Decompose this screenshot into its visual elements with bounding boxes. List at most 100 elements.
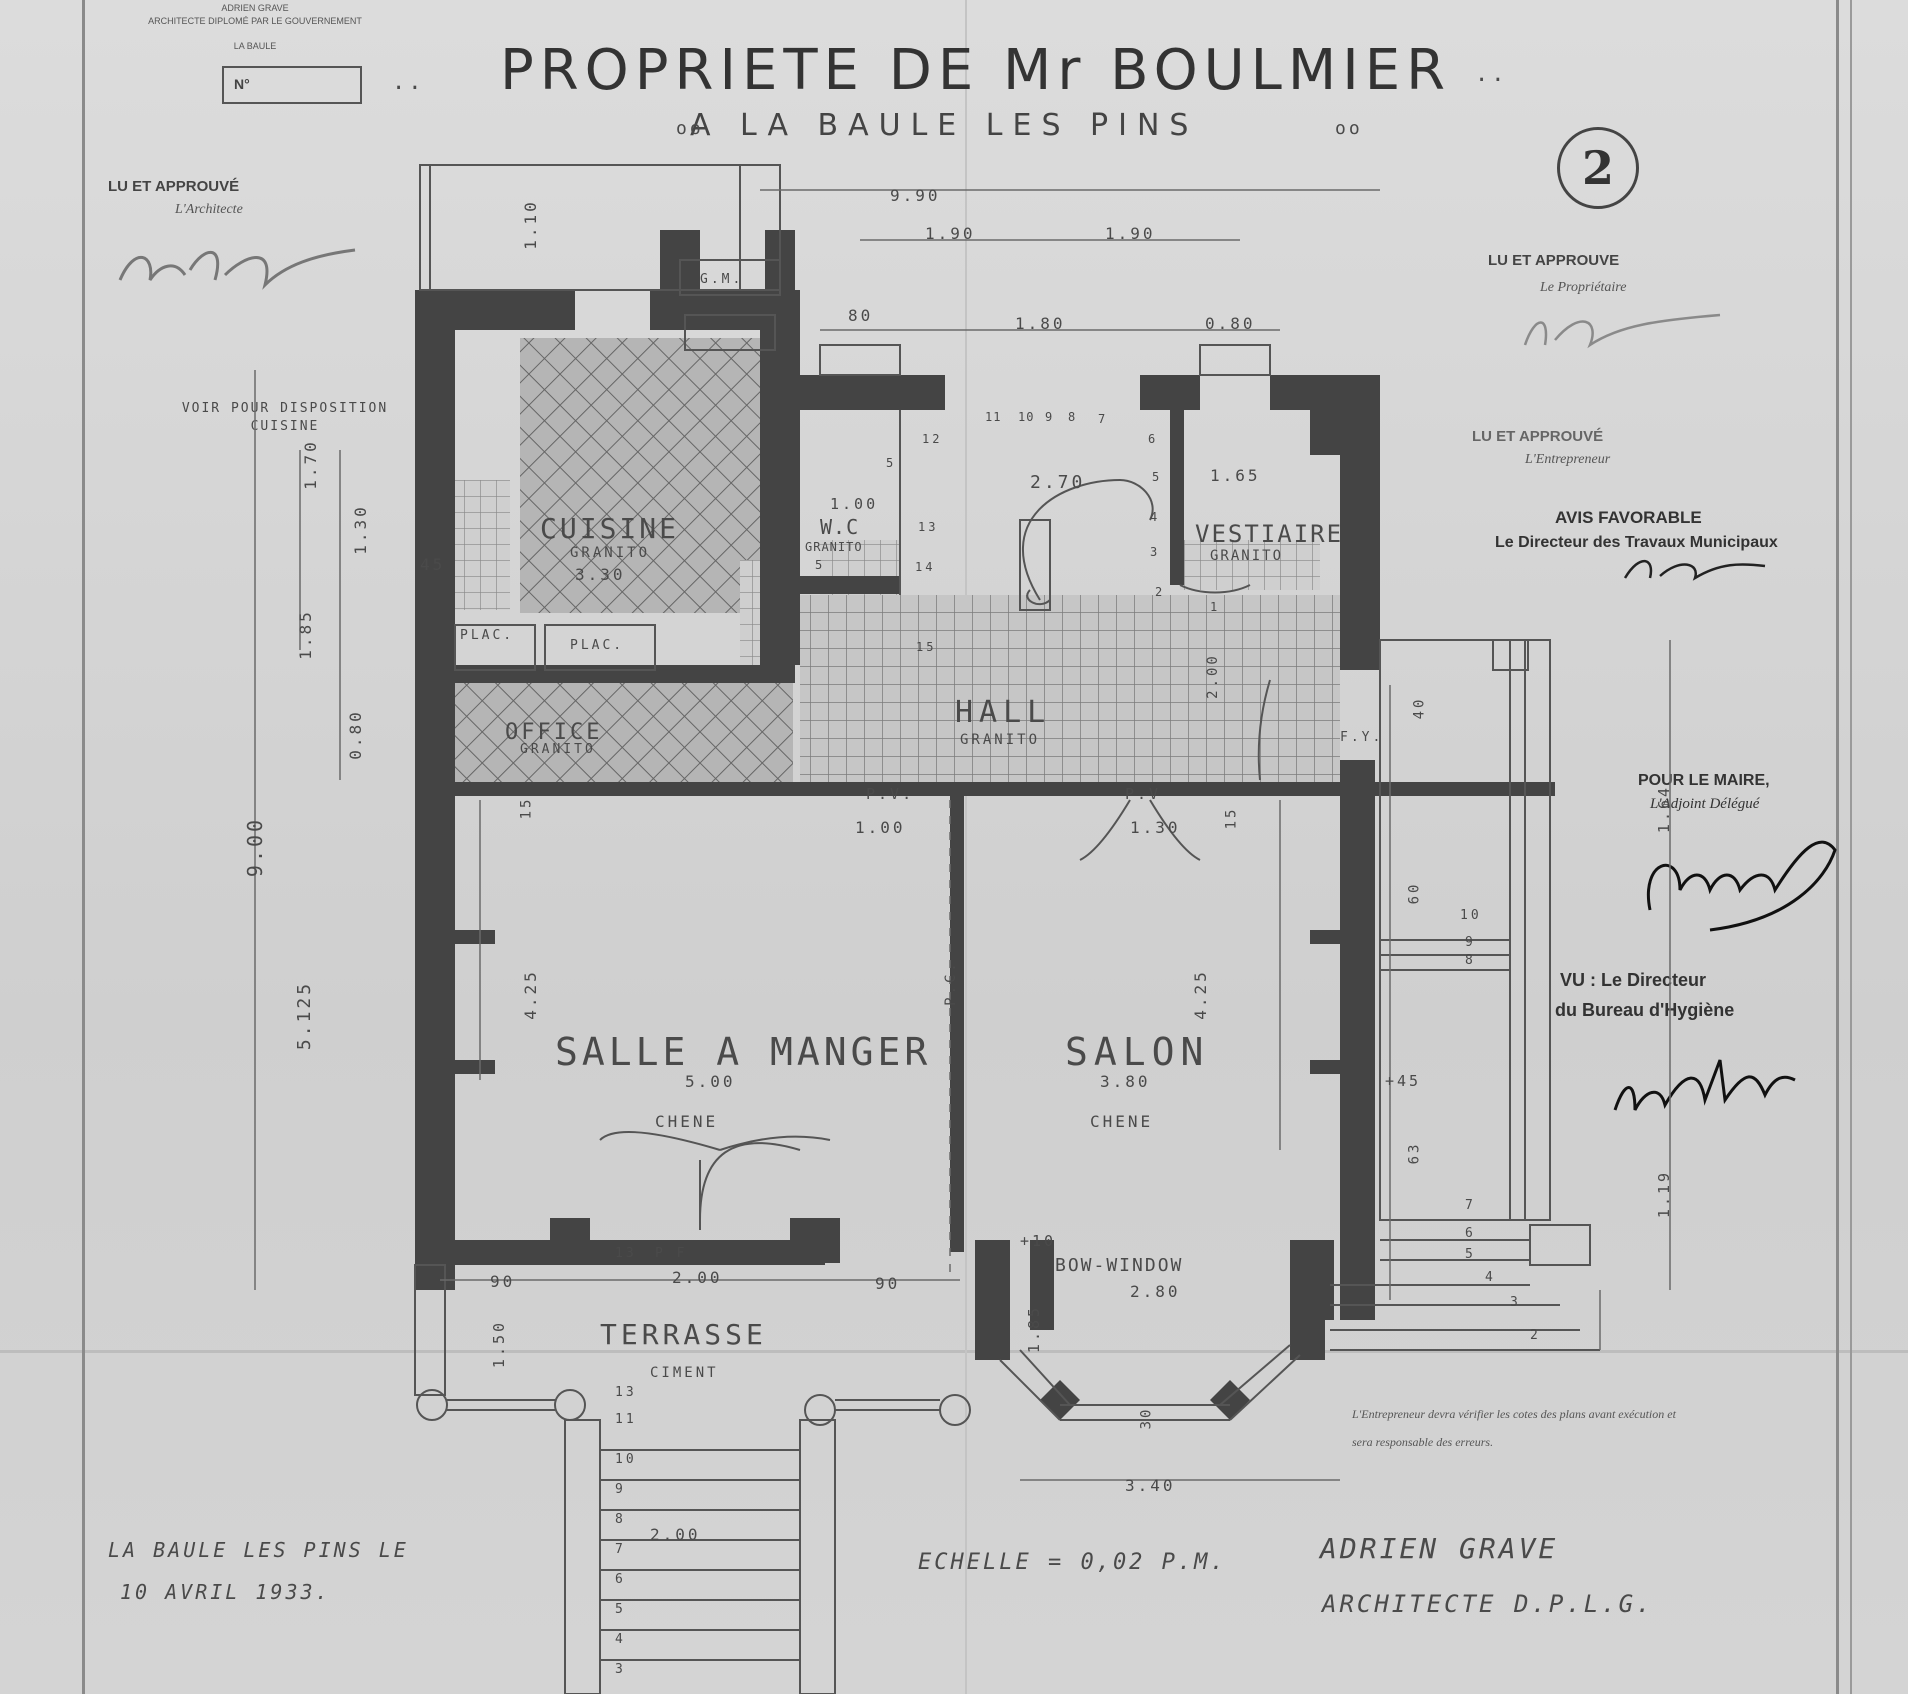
drawing-number-box: N° (222, 66, 362, 104)
architect-header: ADRIEN GRAVE ARCHITECTE DIPLOMÉ PAR LE G… (105, 2, 405, 53)
room-salle-dim: 5.00 (685, 1072, 736, 1091)
plan-lines (414, 164, 1600, 1694)
contractor-approval-role: L'Entrepreneur (1525, 452, 1611, 467)
dim-15-left: 15 (518, 796, 535, 820)
dim-3-40: 3.40 (1125, 1476, 1176, 1495)
terrace-step-9: 9 (615, 1482, 626, 1497)
terrace-step-7: 7 (615, 1542, 626, 1557)
stair-num-10: 10 (1018, 410, 1035, 424)
architect-signature (118, 248, 356, 290)
room-cuisine-material: GRANITO (570, 545, 651, 561)
label-pv-1: P.V. (866, 785, 915, 803)
dim-1-10: 1.10 (520, 199, 540, 250)
label-plus-45: +45 (1385, 1072, 1422, 1090)
dim-1-70: 1.70 (300, 439, 320, 490)
dim-90-right: 90 (875, 1274, 901, 1293)
terrace-step-13: 13 (615, 1385, 637, 1400)
owner-approval-heading: LU ET APPROUVE (1488, 252, 1620, 269)
stair-num-11: 11 (985, 410, 1002, 424)
number-label: N° (234, 76, 250, 92)
works-director-signature (1623, 559, 1766, 581)
dim-1-30: 1.30 (350, 504, 370, 555)
label-pf: P F (655, 1246, 688, 1261)
scale-label: ECHELLE = 0,02 P.M. (918, 1550, 1227, 1575)
title-dots-left: .. (392, 70, 425, 95)
terrace-step-3: 3 (615, 1662, 626, 1677)
dim-1-19: 1.19 (1655, 1169, 1674, 1219)
page-subtitle: A LA BAULE LES PINS (690, 108, 1199, 143)
room-office: OFFICE (505, 720, 603, 745)
terrace-step-10: 10 (615, 1452, 637, 1467)
room-bow-dim: 2.80 (1130, 1282, 1181, 1301)
room-salon-material: CHENE (1090, 1112, 1154, 1131)
room-salon: SALON (1065, 1030, 1210, 1074)
dim-63: 63 (1406, 1141, 1423, 1165)
dim-90-left: 90 (490, 1272, 516, 1291)
dim-45: 45 (420, 555, 446, 574)
side-step-5: 5 (1465, 1247, 1476, 1262)
owner-signature (1523, 313, 1721, 349)
dim-60: 60 (1406, 881, 1423, 905)
stair-num-14: 14 (915, 560, 936, 574)
subtitle-dots-right: oo (1335, 118, 1363, 139)
stair-num-7: 7 (1098, 412, 1109, 426)
dim-1-64: 1.64 (1655, 784, 1674, 834)
sheet-border-right-inner (1850, 0, 1852, 1694)
terrace-step-5: 5 (615, 1602, 626, 1617)
hygiene-signature (1613, 1059, 1796, 1111)
stair-step-label-5: 5 (886, 456, 897, 470)
owner-approval-role: Le Propriétaire (1540, 280, 1627, 295)
dim-1-85-bow: 1.85 (1025, 1304, 1044, 1354)
stair-step-label-1: 1 (1210, 600, 1221, 614)
paper-fold-vertical (965, 0, 967, 1694)
architect-approval-role: L'Architecte (175, 202, 243, 217)
place-date-line1: LA BAULE LES PINS LE (108, 1538, 409, 1562)
avis-favorable-heading: AVIS FAVORABLE (1555, 508, 1702, 527)
label-pv-1-dim: 1.00 (855, 818, 906, 837)
room-bow-window: BOW-WINDOW (1055, 1255, 1184, 1276)
stair-num-4: 4 (1150, 510, 1161, 524)
stair-num-3: 3 (1150, 545, 1161, 559)
room-plac-1: PLAC. (460, 628, 515, 643)
office-floor (453, 680, 793, 782)
room-terrasse-material: CIMENT (650, 1365, 719, 1381)
contractor-note: L'Entrepreneur devra vérifier les cotes … (1352, 1407, 1676, 1449)
dim-0-80: 0.80 (1205, 314, 1256, 333)
side-step-10: 10 (1460, 908, 1482, 923)
stair-step-label-5b: 5 (815, 558, 826, 572)
stair-num-13: 13 (918, 520, 939, 534)
room-cuisine: CUISINE (540, 512, 680, 545)
sheet-border-left (82, 0, 85, 1694)
label-pv-2: P.V (1125, 785, 1162, 803)
label-fy: F.Y. (1340, 730, 1384, 745)
dimension-lines (254, 189, 1671, 1481)
room-salle-material: CHENE (655, 1112, 719, 1131)
dim-2-00: 2.00 (672, 1268, 723, 1287)
room-salle-a-manger: SALLE A MANGER (555, 1030, 932, 1074)
page-title: PROPRIETE DE Mr BOULMIER (500, 38, 1451, 103)
dim-5-125: 5.125 (294, 980, 316, 1051)
dim-9-90: 9.90 (890, 186, 941, 205)
side-step-4: 4 (1485, 1270, 1496, 1285)
stair-num-12: 12 (922, 432, 943, 446)
title-dots-right: .. (1475, 62, 1508, 87)
architect-approval-heading: LU ET APPROUVÉ (108, 178, 240, 195)
terrace-step-8: 8 (615, 1512, 626, 1527)
mayor-heading: POUR LE MAIRE, (1638, 772, 1770, 789)
stair-num-5: 5 (1152, 470, 1163, 484)
dim-4-25-left: 4.25 (520, 969, 540, 1020)
room-office-material: GRANITO (520, 742, 596, 757)
dim-1-90-b: 1.90 (1105, 224, 1156, 243)
place-date-line2: 10 AVRIL 1933. (120, 1580, 331, 1604)
side-step-7: 7 (1465, 1198, 1476, 1213)
label-plus-10: +10 (1020, 1232, 1057, 1250)
room-hall: HALL (955, 695, 1052, 730)
terrace-steps-width: 2.00 (650, 1525, 701, 1544)
side-step-8: 8 (1465, 953, 1476, 968)
room-wc-material: GRANITO (805, 540, 863, 554)
terrace-step-11: 11 (615, 1412, 637, 1427)
stair-num-8: 8 (1068, 410, 1079, 424)
architect-name-header: ADRIEN GRAVE (221, 3, 289, 13)
mayor-role: L'Adjoint Délégué (1650, 796, 1760, 812)
